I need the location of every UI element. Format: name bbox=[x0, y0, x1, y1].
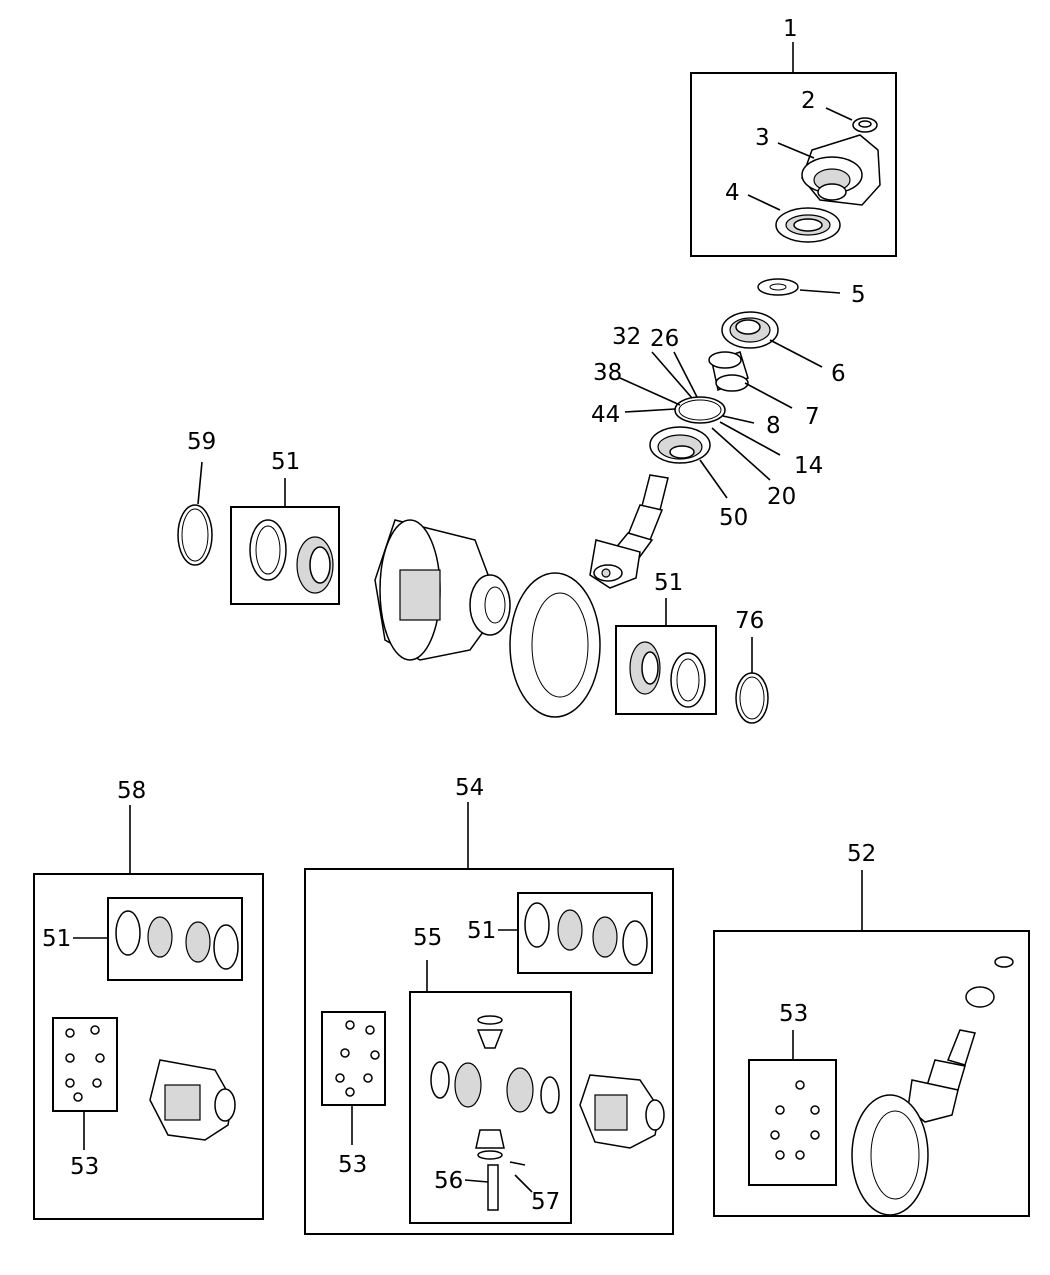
part-59-shim bbox=[177, 461, 213, 566]
kit-58-differential bbox=[149, 1059, 236, 1141]
callout-8: 8 bbox=[766, 413, 781, 439]
bearing-kit-51-right bbox=[615, 598, 717, 715]
callout-44: 44 bbox=[591, 402, 620, 428]
bearing-kit-51-left bbox=[230, 478, 340, 605]
callout-51-kit58: 51 bbox=[42, 926, 71, 952]
pinion-gear bbox=[589, 474, 669, 589]
kit-52-bolt-set bbox=[748, 1030, 837, 1186]
callout-labels: 1 2 3 4 5 6 7 32 26 38 44 8 14 20 50 59 … bbox=[42, 16, 876, 1215]
kit-58-bolt-set bbox=[52, 1017, 118, 1150]
callout-1: 1 bbox=[783, 16, 798, 42]
callout-56: 56 bbox=[434, 1168, 463, 1194]
callout-4: 4 bbox=[725, 180, 740, 206]
callout-53-kit58: 53 bbox=[70, 1154, 99, 1180]
callout-32: 32 bbox=[612, 324, 641, 350]
callout-6: 6 bbox=[831, 361, 846, 387]
part-5-washer bbox=[757, 278, 841, 296]
ring-gear bbox=[509, 572, 601, 718]
callout-76: 76 bbox=[735, 608, 764, 634]
part-76-shim bbox=[735, 637, 769, 724]
differential-case bbox=[374, 519, 511, 661]
kit-1-box bbox=[690, 42, 897, 257]
callout-5: 5 bbox=[851, 282, 866, 308]
kit-54-box bbox=[304, 802, 674, 1235]
part-50-bearing-cone bbox=[649, 426, 728, 499]
callout-58: 58 bbox=[117, 778, 146, 804]
callout-3: 3 bbox=[755, 125, 770, 151]
part-4-seal bbox=[747, 194, 841, 243]
callout-38: 38 bbox=[593, 360, 622, 386]
kit-58-box bbox=[33, 805, 264, 1220]
callout-51-right: 51 bbox=[654, 570, 683, 596]
callout-14: 14 bbox=[794, 453, 823, 479]
callout-20: 20 bbox=[767, 484, 796, 510]
callout-51-kit54: 51 bbox=[467, 918, 496, 944]
callout-51-left: 51 bbox=[271, 449, 300, 475]
callout-57: 57 bbox=[531, 1189, 560, 1215]
kit-52-pinion-ring bbox=[851, 956, 1014, 1216]
part-7-spacer bbox=[708, 351, 793, 409]
callout-54: 54 bbox=[455, 775, 484, 801]
part-6-bearing bbox=[721, 311, 823, 368]
kit-58-bearing-set bbox=[73, 897, 243, 981]
callout-2: 2 bbox=[801, 88, 816, 114]
callout-53-kit54: 53 bbox=[338, 1152, 367, 1178]
callout-59: 59 bbox=[187, 429, 216, 455]
callout-53-kit52: 53 bbox=[779, 1001, 808, 1027]
callout-52: 52 bbox=[847, 841, 876, 867]
part-shim-ring bbox=[619, 351, 781, 481]
part-2-washer bbox=[825, 107, 878, 133]
kit-54-bolt-set bbox=[321, 1011, 386, 1145]
callout-55: 55 bbox=[413, 925, 442, 951]
callout-7: 7 bbox=[805, 404, 820, 430]
kit-54-bearing-set bbox=[498, 892, 653, 974]
callout-50: 50 bbox=[719, 505, 748, 531]
kit-54-differential bbox=[579, 1074, 665, 1149]
kit-52-box bbox=[713, 870, 1030, 1217]
kit-55-gear-set bbox=[409, 960, 572, 1224]
part-3-yoke bbox=[777, 134, 881, 206]
callout-26: 26 bbox=[650, 326, 679, 352]
